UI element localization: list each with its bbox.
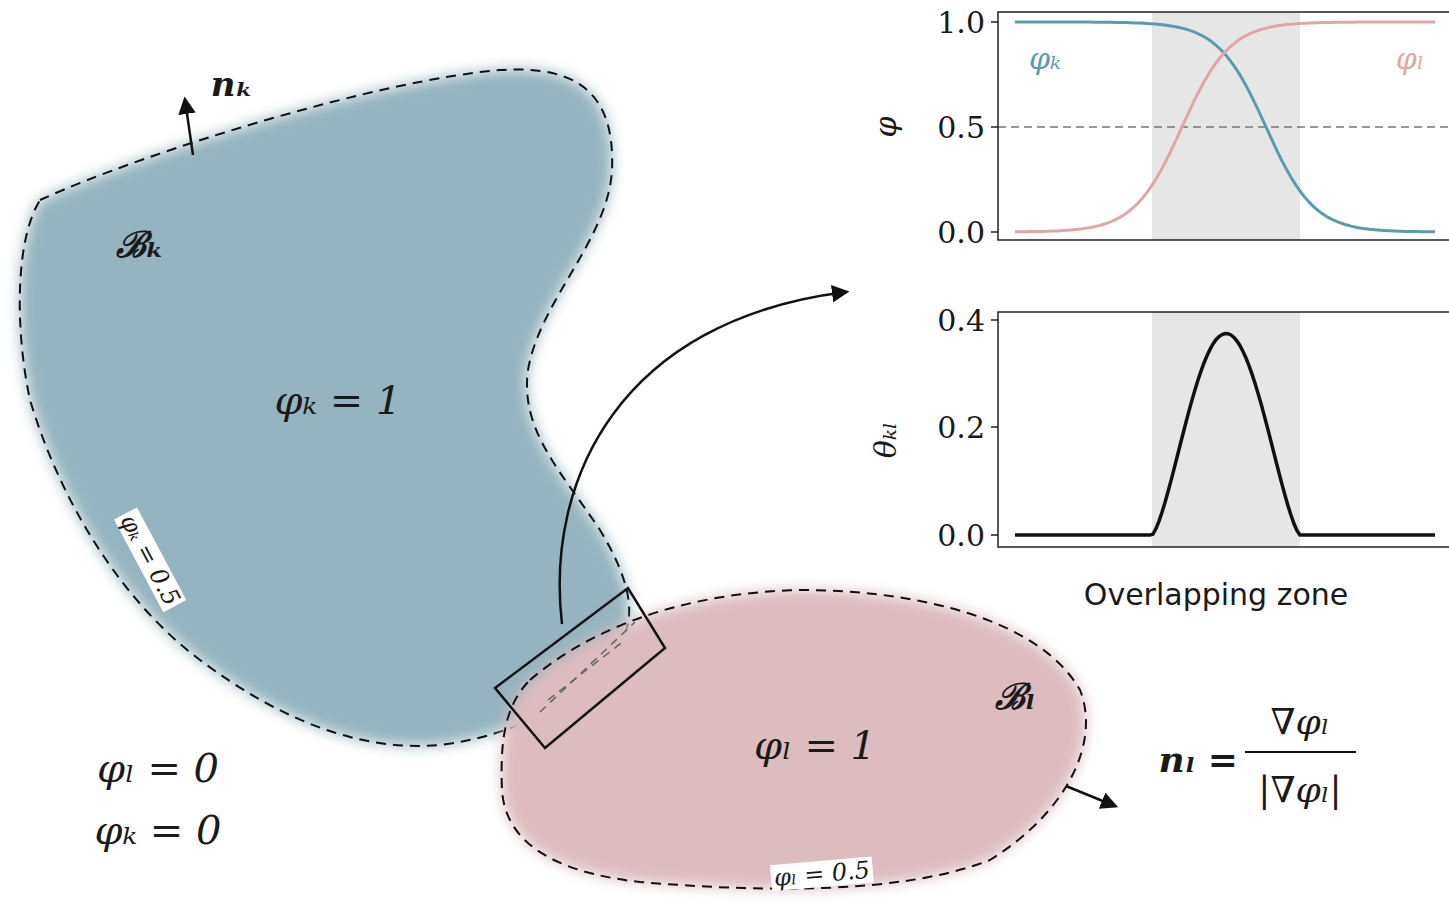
fraction-bar (1245, 751, 1356, 753)
fraction-denominator: |∇φₗ| (1258, 770, 1341, 810)
tick-label: 0.0 (937, 216, 985, 249)
phase-value: φₗ = 1 (754, 723, 876, 767)
overlap-zone (1152, 312, 1300, 547)
curve-label: φₗ (1396, 42, 1424, 75)
normal-label: nₗ = (1159, 740, 1238, 780)
tick-label: 0.2 (937, 411, 985, 444)
normal-label: nₖ (211, 66, 254, 103)
phase-value: φₗ = 0 (97, 746, 219, 790)
tick-label: 0.5 (937, 111, 985, 144)
tick-label: 0.0 (937, 519, 985, 552)
phi-l-curve (1015, 22, 1435, 232)
axis-label: θₖₗ (869, 422, 902, 458)
body-label: ℬₖ (116, 225, 165, 265)
overlap-zone (1152, 12, 1300, 240)
tick-label: 1.0 (937, 6, 985, 39)
ticks (991, 22, 998, 232)
normal-arrow (1066, 786, 1115, 806)
body-region: ℬₗφₗ = 1φₗ = 0.5 (490, 580, 1100, 898)
phase-value: φₖ = 0 (95, 808, 222, 852)
phi-k-curve (1015, 22, 1435, 232)
zone-caption: Overlapping zone (1084, 578, 1348, 611)
theta-curve (1015, 334, 1435, 536)
body-label: ℬₗ (995, 677, 1036, 717)
ticks (991, 320, 998, 535)
body-region: ℬₖφₖ = 1φₖ = 0.5nₖ (10, 60, 640, 760)
plot-frame (998, 12, 1449, 240)
fraction-numerator: ∇φₗ (1270, 702, 1329, 742)
axis-label: φ (869, 116, 902, 137)
tick-label: 0.4 (937, 304, 985, 337)
plot-frame (998, 312, 1449, 547)
phase-value: φₖ = 1 (275, 378, 402, 422)
half-line (998, 126, 1449, 128)
curve-label: φₖ (1029, 42, 1061, 75)
